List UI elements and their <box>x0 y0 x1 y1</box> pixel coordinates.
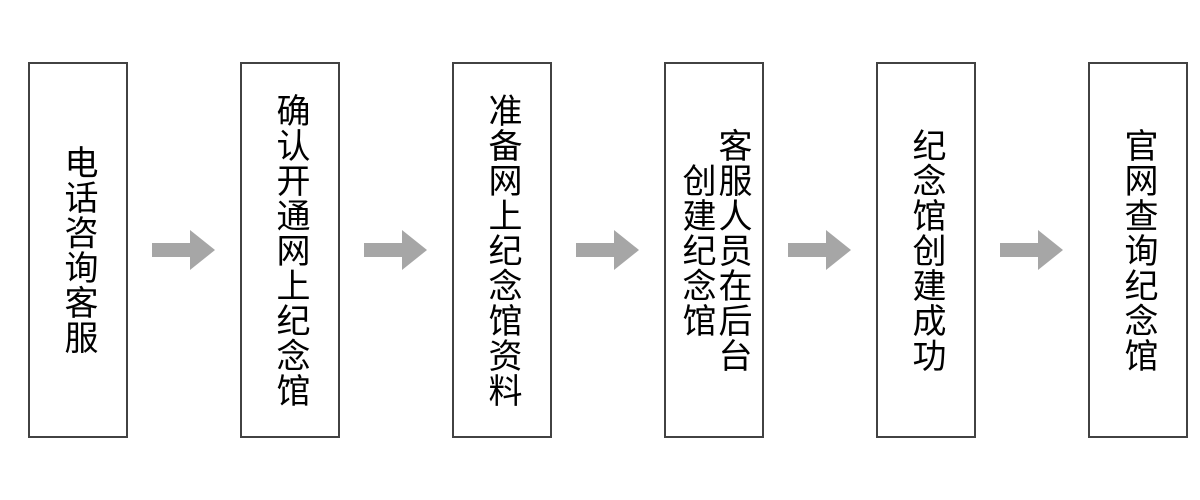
arrow-right-icon-5 <box>976 229 1088 271</box>
process-step-5[interactable]: 纪念馆创建成功 <box>876 62 976 438</box>
process-step-1-label: 电话咨询客服 <box>58 145 99 355</box>
arrow-right-icon-1 <box>128 229 240 271</box>
process-step-5-label: 纪念馆创建成功 <box>906 127 947 373</box>
process-step-4[interactable]: 客服人员在后台创建纪念馆 <box>664 62 764 438</box>
arrow-right-icon-2 <box>340 229 452 271</box>
process-step-6-label: 官网查询纪念馆 <box>1118 127 1159 373</box>
process-step-2-label: 确认开通网上纪念馆 <box>270 92 311 408</box>
arrow-right-icon-3 <box>552 229 664 271</box>
process-step-2[interactable]: 确认开通网上纪念馆 <box>240 62 340 438</box>
process-step-6[interactable]: 官网查询纪念馆 <box>1088 62 1188 438</box>
process-step-3-label: 准备网上纪念馆资料 <box>482 92 523 408</box>
process-step-3[interactable]: 准备网上纪念馆资料 <box>452 62 552 438</box>
process-step-4-label: 客服人员在后台创建纪念馆 <box>676 127 753 373</box>
process-step-1[interactable]: 电话咨询客服 <box>28 62 128 438</box>
arrow-right-icon-4 <box>764 229 876 271</box>
